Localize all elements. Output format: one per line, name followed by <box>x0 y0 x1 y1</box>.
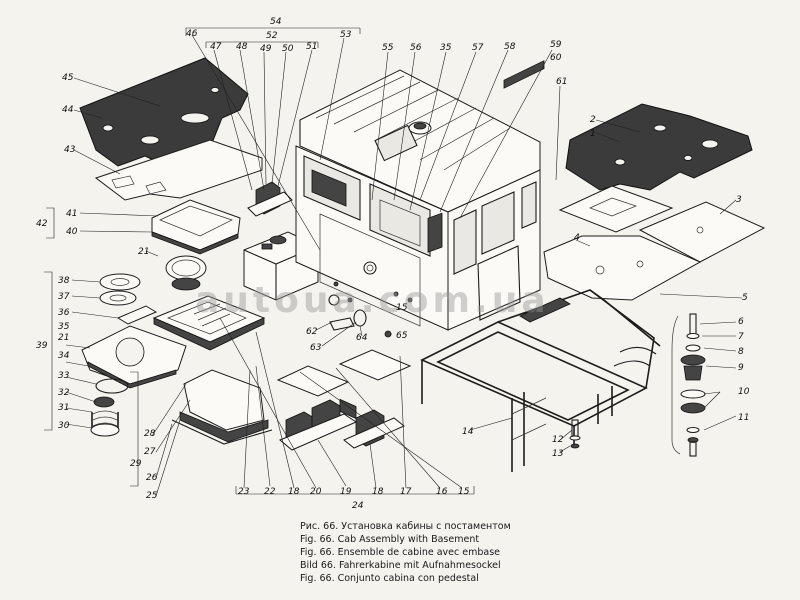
callout-15-mid: 15 <box>396 303 408 313</box>
callout-51: 51 <box>306 42 317 52</box>
callout-26: 26 <box>146 473 158 483</box>
callout-41: 41 <box>66 209 77 219</box>
caption-line-es: Fig. 66. Conjunto cabina con pedestal <box>300 573 479 584</box>
callout-56: 56 <box>410 43 422 53</box>
callout-3: 3 <box>736 195 742 205</box>
callout-24: 24 <box>352 501 364 511</box>
callout-15: 15 <box>458 487 470 497</box>
boot-cluster-left <box>279 399 358 451</box>
callout-49: 49 <box>260 44 272 54</box>
callout-45: 45 <box>62 73 74 83</box>
callout-61: 61 <box>556 77 567 87</box>
callout-40: 40 <box>66 227 78 237</box>
callout-53: 53 <box>340 30 352 40</box>
callout-18: 18 <box>288 487 300 497</box>
callout-21: 21 <box>138 247 149 257</box>
callout-47: 47 <box>210 42 222 52</box>
callout-18-b: 18 <box>372 487 384 497</box>
hatch-assembly-left <box>81 273 187 437</box>
callout-59: 59 <box>550 40 562 50</box>
callout-46: 46 <box>186 29 198 39</box>
callout-64: 64 <box>356 333 368 343</box>
callout-14: 14 <box>462 427 474 437</box>
caption-line-fr: Fig. 66. Ensemble de cabine avec embase <box>300 547 500 558</box>
callout-55: 55 <box>382 43 394 53</box>
callout-29: 29 <box>130 459 142 469</box>
callout-50: 50 <box>282 44 294 54</box>
callout-19: 19 <box>340 487 352 497</box>
callout-30: 30 <box>58 421 70 431</box>
caption-line-ru: Рис. 66. Установка кабины с постаментом <box>300 521 511 532</box>
callout-2: 2 <box>590 115 596 125</box>
cab-body <box>295 69 541 420</box>
callout-11: 11 <box>738 413 749 423</box>
callout-17: 17 <box>400 487 412 497</box>
boot-cluster-top <box>247 181 293 217</box>
callout-1: 1 <box>590 129 596 139</box>
callout-27: 27 <box>144 447 156 457</box>
callout-20: 20 <box>310 487 322 497</box>
callout-42: 42 <box>36 219 48 229</box>
callout-labels: 54 52 46 47 48 49 50 51 53 55 56 35 57 5… <box>36 17 750 511</box>
callout-52: 52 <box>266 31 278 41</box>
callout-44: 44 <box>62 105 74 115</box>
callout-32: 32 <box>58 388 70 398</box>
callout-34: 34 <box>58 351 70 361</box>
caption-line-de: Bild 66. Fahrerkabine mit Aufnahmesockel <box>300 560 501 571</box>
callout-12: 12 <box>552 435 564 445</box>
callout-23: 23 <box>238 487 250 497</box>
pedestal-cover <box>152 255 266 351</box>
callout-35-top: 35 <box>440 43 452 53</box>
callout-25: 25 <box>146 491 158 501</box>
callout-33: 33 <box>58 371 70 381</box>
callout-21-left: 21 <box>58 333 69 343</box>
callout-5: 5 <box>742 293 748 303</box>
callout-58: 58 <box>504 42 516 52</box>
floor-pad-43 <box>94 117 263 201</box>
callout-60: 60 <box>550 53 562 63</box>
callout-31: 31 <box>58 403 69 413</box>
callout-39: 39 <box>36 341 48 351</box>
callout-35: 35 <box>58 322 70 332</box>
callout-13: 13 <box>552 449 564 459</box>
callout-10: 10 <box>738 387 750 397</box>
callout-65: 65 <box>396 331 408 341</box>
callout-43: 43 <box>64 145 76 155</box>
floor-panel-25-28 <box>171 369 273 445</box>
callout-38: 38 <box>58 276 70 286</box>
callout-62: 62 <box>306 327 318 337</box>
callout-9: 9 <box>738 363 744 373</box>
callout-8: 8 <box>738 347 744 357</box>
pedestal-frame <box>420 60 661 472</box>
floor-mat-top-left <box>79 57 249 167</box>
callout-6: 6 <box>738 317 744 327</box>
floor-pads-3-4-5 <box>543 185 766 301</box>
floor-mat-top-right <box>565 103 753 191</box>
callout-36: 36 <box>58 308 70 318</box>
callout-16: 16 <box>436 487 448 497</box>
boot-cluster-right <box>343 409 405 449</box>
figure-caption: Рис. 66. Установка кабины с постаментом … <box>300 520 511 585</box>
callout-4: 4 <box>574 233 580 243</box>
seat-pads-40-41 <box>151 199 241 255</box>
callout-57: 57 <box>472 43 484 53</box>
callout-54: 54 <box>270 17 282 27</box>
mounting-stack <box>671 313 706 457</box>
callout-48: 48 <box>236 42 248 52</box>
bolt-12-13 <box>569 419 581 449</box>
watermark-text: autoua.com.ua <box>195 280 550 321</box>
callout-37: 37 <box>58 292 70 302</box>
callout-22: 22 <box>264 487 276 497</box>
callout-63: 63 <box>310 343 322 353</box>
leader-lines <box>44 27 743 497</box>
callout-28: 28 <box>144 429 156 439</box>
caption-line-en: Fig. 66. Cab Assembly with Basement <box>300 534 480 545</box>
callout-7: 7 <box>738 332 744 342</box>
